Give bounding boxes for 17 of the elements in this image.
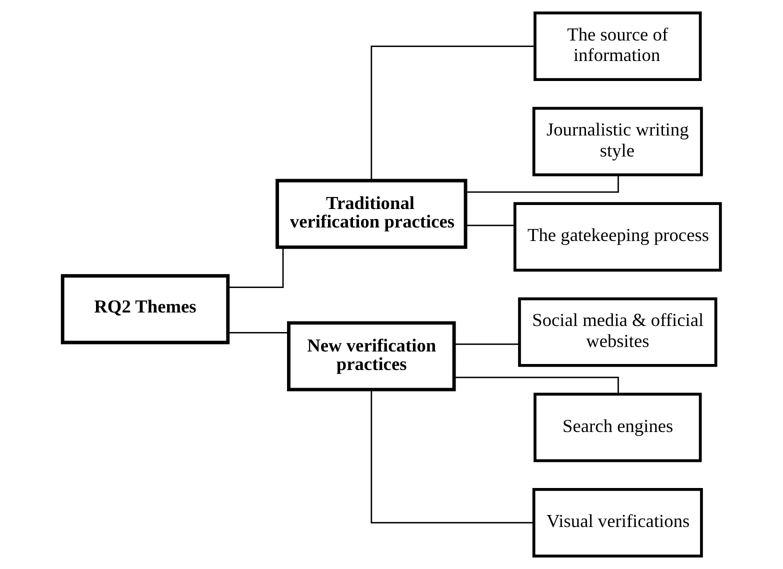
node-box: Social media & official websites [518, 297, 718, 367]
connector [466, 224, 515, 226]
node-box: Journalistic writing style [532, 106, 703, 176]
node-box: RQ2 Themes [60, 274, 230, 344]
node-box: Search engines [534, 392, 702, 462]
connector [370, 390, 534, 524]
connector [228, 332, 288, 334]
node-box: New verification practices [287, 321, 456, 392]
node-box: The source of information [534, 12, 702, 82]
node-box: Visual verifications [532, 488, 703, 558]
connector [466, 174, 619, 193]
connector [454, 376, 619, 394]
connector [228, 247, 284, 288]
connector [454, 344, 520, 345]
node-box: Traditional verification practices [276, 178, 468, 249]
connector [370, 46, 535, 180]
node-box: The gatekeeping process [513, 202, 722, 272]
